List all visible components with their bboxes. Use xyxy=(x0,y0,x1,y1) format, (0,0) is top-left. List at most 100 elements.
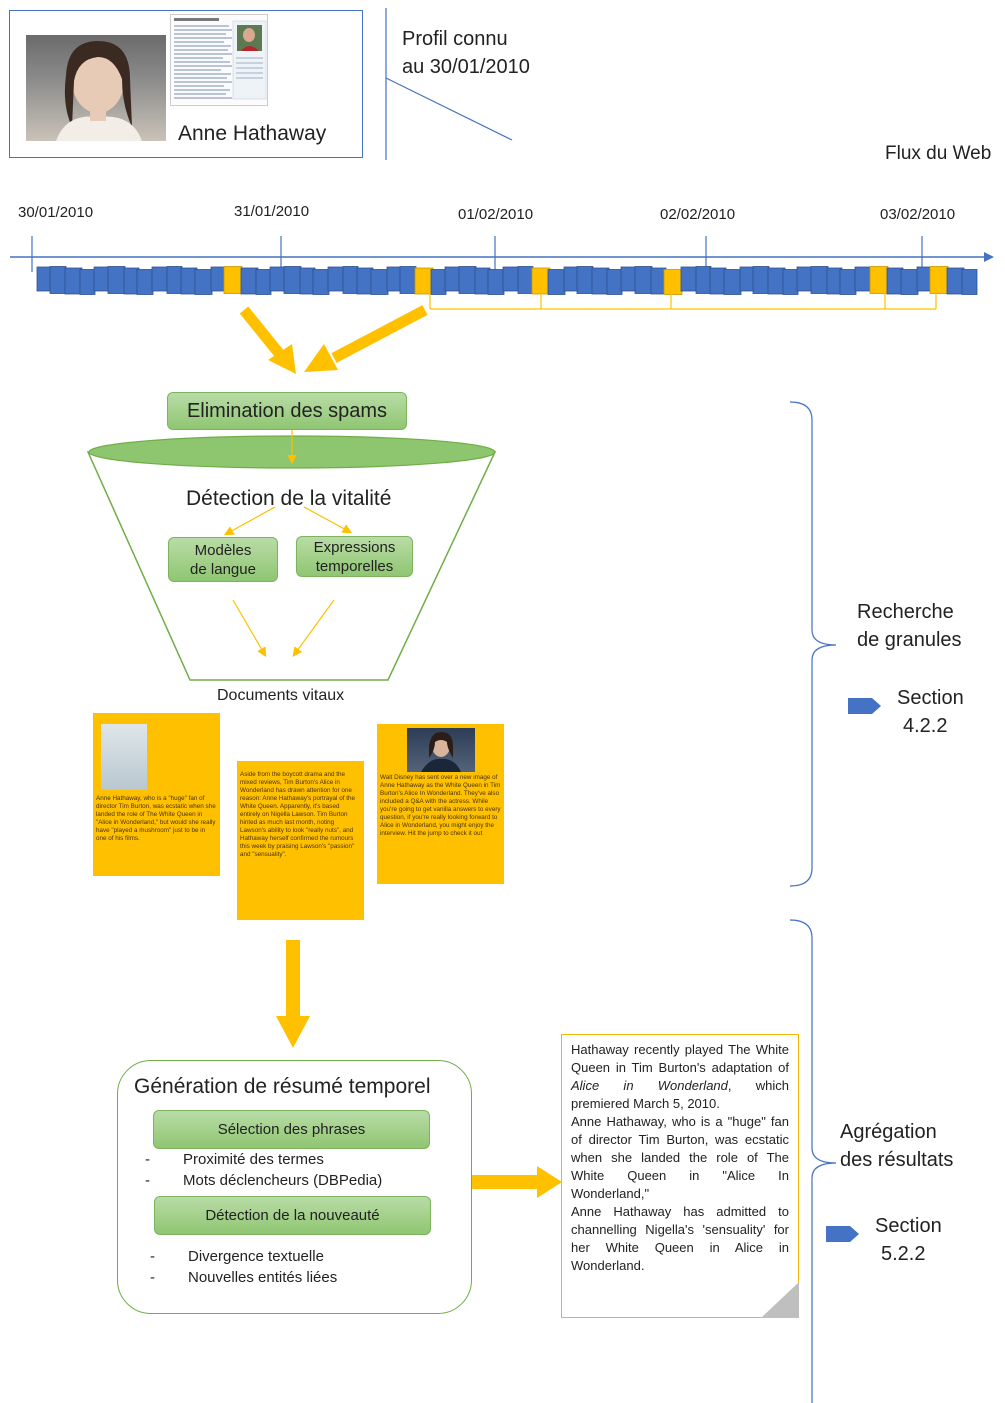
highlighted-document xyxy=(223,266,243,294)
highlighted-document xyxy=(869,266,889,294)
timeline-date: 01/02/2010 xyxy=(458,206,534,223)
selection-item: - xyxy=(145,1172,150,1189)
temporal-expressions-label: Expressions xyxy=(313,538,396,556)
sentence-selection-label: Sélection des phrases xyxy=(217,1121,366,1138)
stream-document xyxy=(312,269,330,295)
stream-document xyxy=(547,269,566,295)
language-models-label: Modèles xyxy=(194,541,252,559)
novelty-item: - xyxy=(150,1269,155,1286)
document-text: Walt Disney has sent over a new image of… xyxy=(380,774,501,837)
timeline-date: 03/02/2010 xyxy=(880,206,956,223)
stream-document xyxy=(810,266,829,294)
profile-name: Anne Hathaway xyxy=(178,122,327,145)
profile-known-label: Profil connu xyxy=(402,28,508,50)
novelty-detection-label: Détection de la nouveauté xyxy=(205,1207,380,1224)
aggregation-phase-label: Agrégation xyxy=(840,1121,937,1143)
stream-document xyxy=(79,269,96,295)
brace-search xyxy=(789,401,837,887)
stream-document xyxy=(517,266,534,294)
stream-document xyxy=(961,269,978,295)
stream-document xyxy=(136,269,154,295)
spam-elimination-box: Elimination des spams xyxy=(167,392,407,430)
aggregation-section-number: 5.2.2 xyxy=(881,1243,926,1265)
stream-document xyxy=(487,269,505,295)
temporal-summary-note: Hathaway recently played The White Queen… xyxy=(561,1034,799,1318)
aggregation-phase-label: des résultats xyxy=(840,1149,954,1171)
novelty-item-label: Divergence textuelle xyxy=(188,1248,324,1265)
web-stream-label: Flux du Web xyxy=(885,143,992,164)
stream-document xyxy=(151,266,170,292)
highlighted-document xyxy=(531,267,551,295)
generation-title: Génération de résumé temporel xyxy=(134,1075,431,1098)
stream-document xyxy=(796,266,814,292)
section-pointer-icon xyxy=(826,1226,859,1242)
document-stream xyxy=(36,266,978,295)
stream-document xyxy=(240,267,259,295)
stream-document xyxy=(399,266,417,294)
search-section-number: 4.2.2 xyxy=(903,715,948,737)
stream-document xyxy=(723,269,742,295)
stream-document xyxy=(49,266,67,294)
stream-document xyxy=(591,267,610,295)
document-image xyxy=(407,728,475,772)
aggregation-section-word: Section xyxy=(875,1215,942,1237)
summary-paragraph: Anne Hathaway, who is a "huge" fan of di… xyxy=(571,1114,789,1201)
profile-connector xyxy=(385,77,513,141)
vital-documents-label: Documents vitaux xyxy=(217,687,345,704)
vitality-title: Détection de la vitalité xyxy=(186,487,392,510)
search-phase-label: de granules xyxy=(857,629,962,651)
timeline-date: 31/01/2010 xyxy=(234,203,310,220)
document-text: Anne Hathaway, who is a "huge" fan of di… xyxy=(96,795,216,842)
stream-document xyxy=(166,266,183,294)
stream-document xyxy=(695,266,712,294)
right-arrow xyxy=(453,1166,562,1198)
novelty-item: - xyxy=(150,1248,155,1265)
stream-document xyxy=(620,266,638,292)
timeline-ticks xyxy=(31,236,923,272)
profile-known-date: au 30/01/2010 xyxy=(402,56,530,78)
stream-document xyxy=(606,269,623,295)
document-text: Aside from the boycott drama and the mix… xyxy=(240,771,355,858)
highlight-bracket xyxy=(429,292,937,310)
stream-document xyxy=(370,269,389,295)
novelty-item-label: Nouvelles entités liées xyxy=(188,1269,338,1286)
selection-item-label: Proximité des termes xyxy=(183,1151,324,1168)
language-models-box: Modèles de langue xyxy=(168,537,278,582)
stream-document xyxy=(194,269,213,295)
temporal-expressions-box: Expressions temporelles xyxy=(296,536,413,577)
stream-document xyxy=(502,266,521,292)
stream-document xyxy=(767,267,786,295)
timeline-date: 02/02/2010 xyxy=(660,206,736,223)
stream-document xyxy=(255,269,272,295)
sentence-selection-box: Sélection des phrases xyxy=(153,1110,430,1149)
novelty-detection-box: Détection de la nouveauté xyxy=(154,1196,431,1235)
timeline-date: 30/01/2010 xyxy=(18,204,94,221)
summary-generation-box xyxy=(117,1060,472,1314)
stream-document xyxy=(342,266,359,294)
vital-document-note: Aside from the boycott drama and the mix… xyxy=(237,761,364,920)
stream-document xyxy=(93,266,111,292)
search-phase-label: Recherche xyxy=(857,601,954,623)
language-models-label: de langue xyxy=(190,560,256,578)
stream-document xyxy=(634,266,653,294)
stream-document xyxy=(283,266,302,294)
summary-fold xyxy=(761,1282,799,1318)
stream-document xyxy=(886,267,904,295)
section-pointer-icon xyxy=(848,698,881,714)
temporal-expressions-label: temporelles xyxy=(315,557,394,575)
spam-elimination-label: Elimination des spams xyxy=(186,399,388,422)
stream-arrows xyxy=(239,305,428,374)
highlighted-document xyxy=(414,267,434,295)
vital-document-note: Anne Hathaway, who is a "huge" fan of di… xyxy=(93,713,220,876)
stream-document xyxy=(839,269,857,295)
stream-document xyxy=(946,267,965,295)
brace-aggregation xyxy=(789,919,837,1403)
selection-item-label: Mots déclencheurs (DBPedia) xyxy=(183,1172,383,1189)
vital-document-note: Walt Disney has sent over a new image of… xyxy=(377,724,504,884)
profile-photo xyxy=(26,35,166,141)
stream-document xyxy=(430,269,447,295)
stream-document xyxy=(64,267,83,295)
highlighted-document xyxy=(663,269,683,295)
stream-document xyxy=(458,266,477,294)
